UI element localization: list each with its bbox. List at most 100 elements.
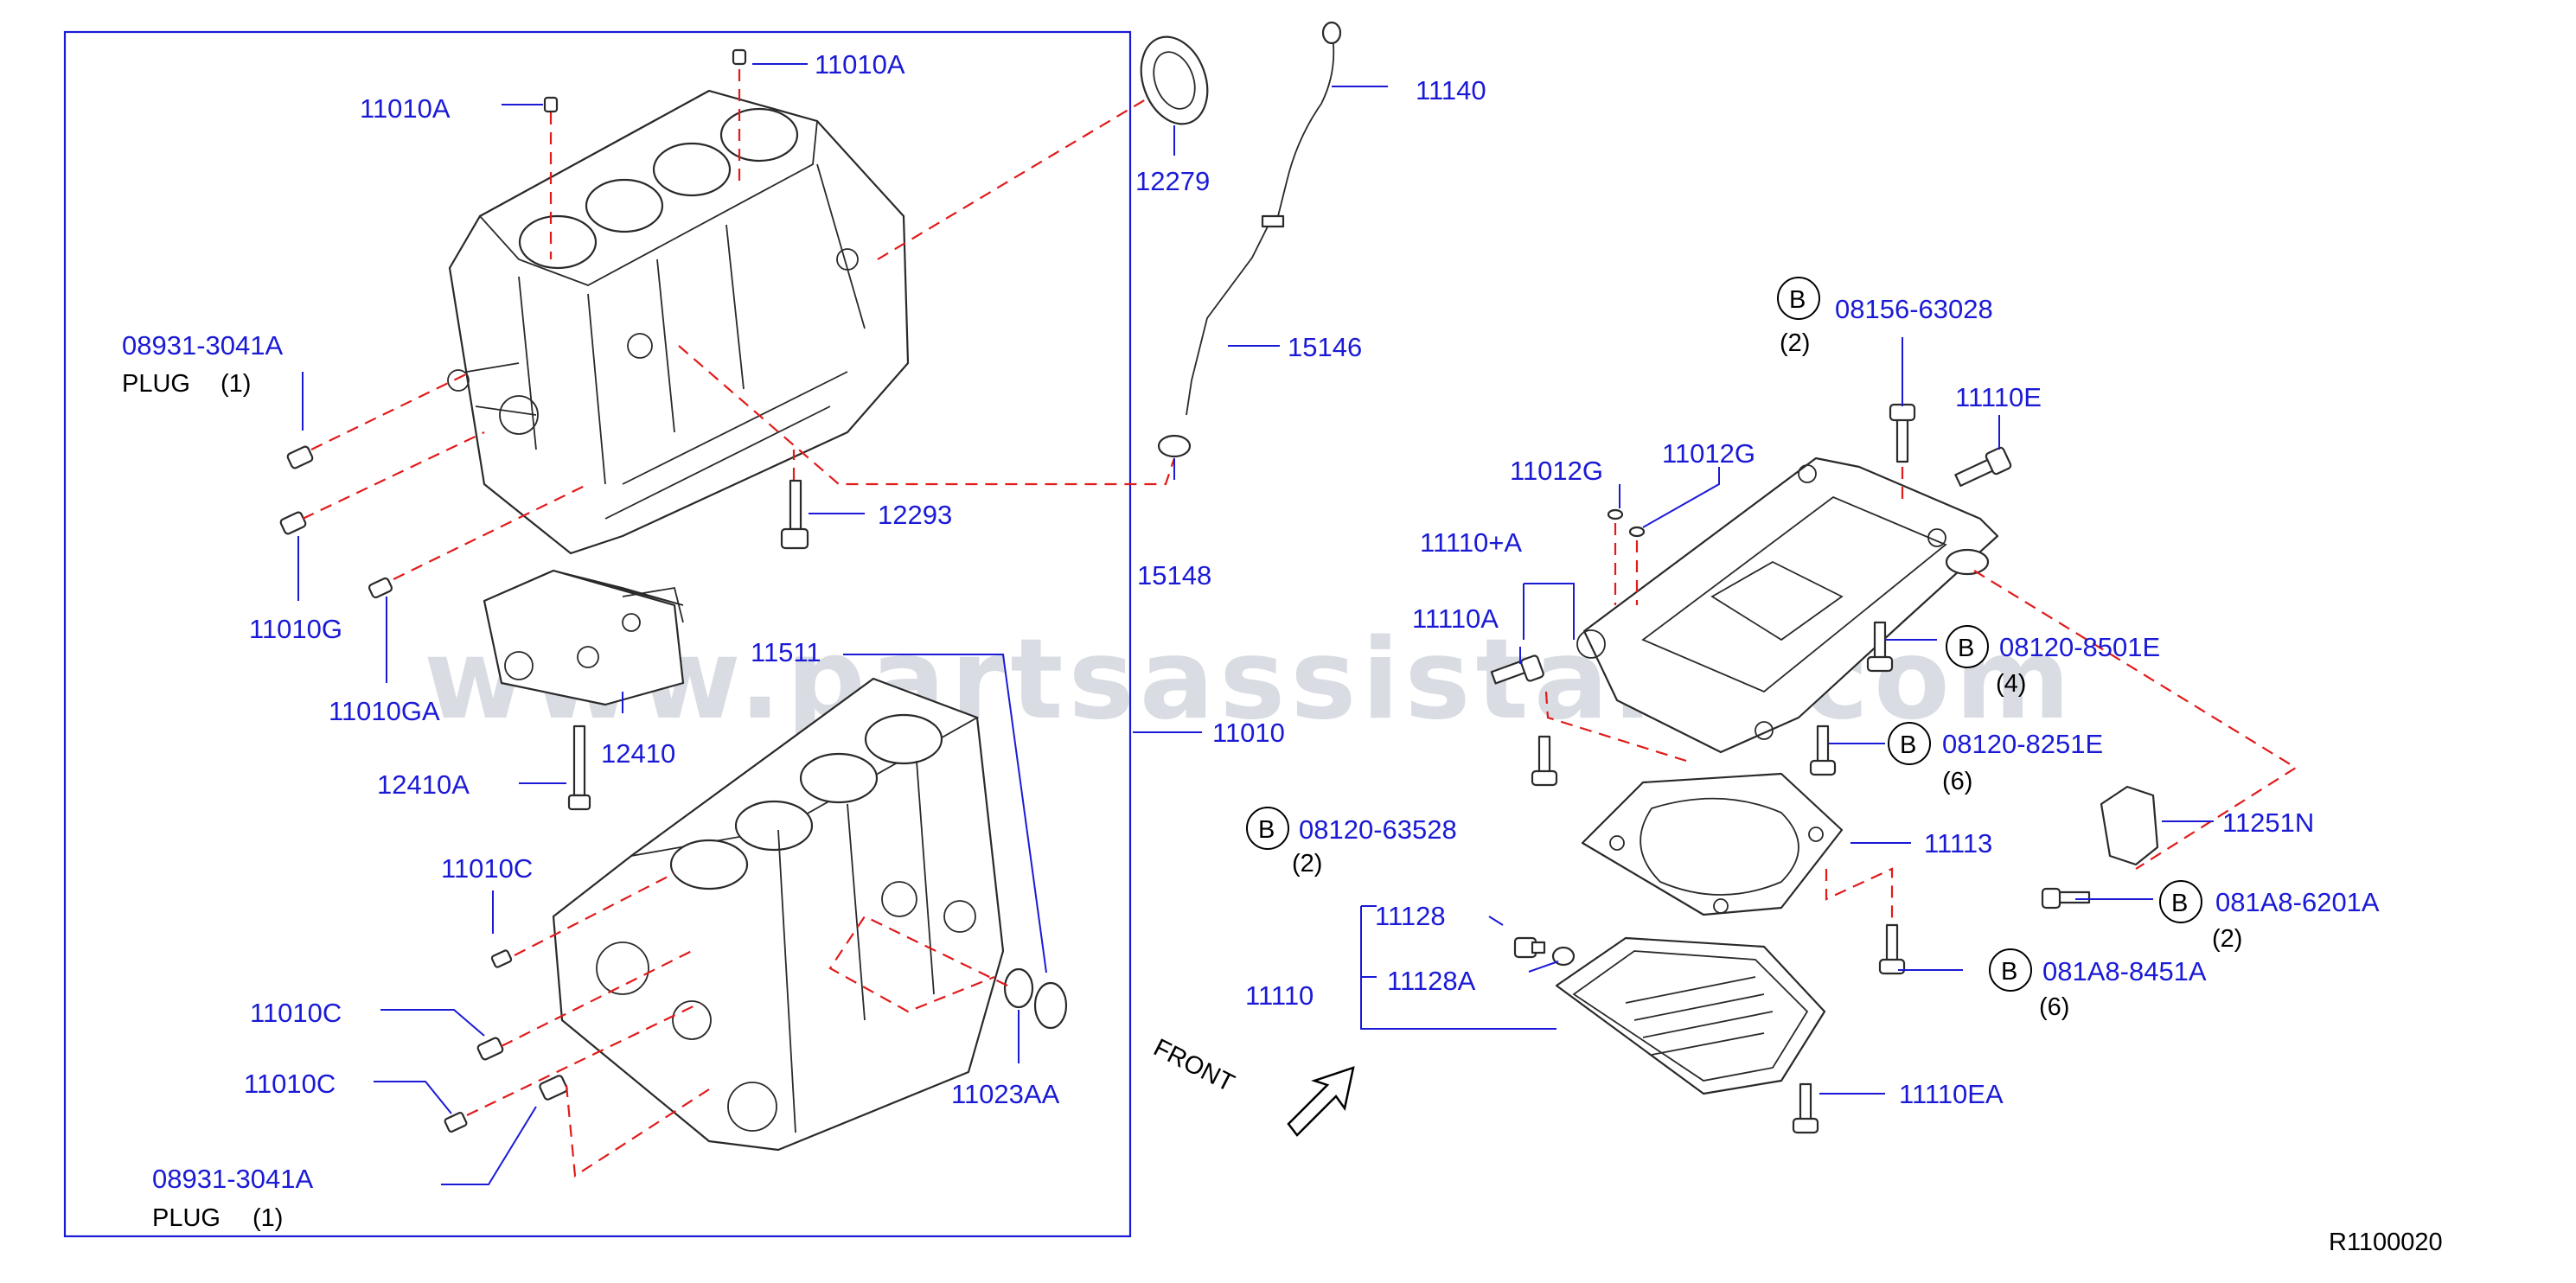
plug-11010A-top xyxy=(732,48,747,66)
label-11251N: 11251N xyxy=(2222,807,2314,838)
label-11010C-c: 11010C xyxy=(244,1069,336,1099)
label-08120-63528: 08120-63528 xyxy=(1299,814,1457,845)
svg-text:B: B xyxy=(2171,890,2188,917)
label-11010A-top: 11010A xyxy=(815,49,905,80)
label-12410: 12410 xyxy=(601,738,675,769)
bolt-11110E xyxy=(1954,446,2012,488)
balancer-unit-drawing xyxy=(483,569,685,706)
label-15148: 15148 xyxy=(1137,560,1211,590)
alignment-lines xyxy=(302,69,2298,1178)
label-11128: 11128 xyxy=(1375,901,1446,931)
washer-11128A xyxy=(1551,946,1576,967)
bracket-11251N xyxy=(2100,785,2159,866)
label-11110E: 11110E xyxy=(1955,382,2042,412)
label-08120-8251E: 08120-8251E xyxy=(1942,729,2103,759)
label-11110A: 11110A xyxy=(1412,603,1499,634)
label-12410A: 12410A xyxy=(377,769,470,800)
bolt-marker-08120-63528: B xyxy=(1246,807,1289,850)
label-plug-bottom-qty: (1) xyxy=(252,1204,283,1232)
gasket-11012G-b xyxy=(1628,526,1646,538)
front-arrow: FRONT xyxy=(1149,1034,1355,1137)
oil-pan-lower-drawing xyxy=(1555,936,1826,1095)
bolt-081A8-8451A xyxy=(1878,923,1906,975)
seal-11023AA xyxy=(1003,967,1068,1030)
label-11010A-left: 11010A xyxy=(360,93,451,124)
bolt-11110EA xyxy=(1792,1082,1819,1134)
label-081A8-8451A: 081A8-8451A xyxy=(2042,956,2207,986)
label-081A8-6201A-qty: (2) xyxy=(2212,925,2242,953)
label-plug-top: PLUG xyxy=(122,370,190,398)
bolt-marker-081A8-8451A: B xyxy=(1989,948,2032,992)
plug-11010A-left xyxy=(543,96,559,113)
gasket-11012G-a xyxy=(1607,508,1624,520)
label-plug-top-qty: (1) xyxy=(221,370,251,398)
label-11010G: 11010G xyxy=(249,614,342,644)
guide-tube-15146 xyxy=(1186,214,1285,416)
o-ring-15148 xyxy=(1157,434,1192,458)
label-08120-8251E-qty: (6) xyxy=(1942,768,1972,795)
label-081A8-6201A: 081A8-6201A xyxy=(2215,887,2380,917)
bolt-marker-08120-8251E: B xyxy=(1888,722,1931,765)
plug-08931-bottom xyxy=(539,1075,568,1101)
label-08120-8501E-qty: (4) xyxy=(1996,670,2026,698)
oil-pan-upper-drawing xyxy=(1576,456,1999,754)
label-12293: 12293 xyxy=(878,500,952,530)
bolt-marker-081A8-6201A: B xyxy=(2159,880,2202,923)
label-11010: 11010 xyxy=(1212,718,1285,748)
leader-lines xyxy=(297,63,2214,1185)
svg-text:B: B xyxy=(1789,286,1806,314)
label-08156-63028: 08156-63028 xyxy=(1835,294,1993,324)
plug-11010C-b xyxy=(476,1037,504,1061)
plug-11010G xyxy=(279,511,307,535)
label-11023AA: 11023AA xyxy=(951,1079,1060,1109)
label-15146: 15146 xyxy=(1288,332,1362,362)
label-11010C-a: 11010C xyxy=(441,853,533,884)
svg-text:B: B xyxy=(1900,731,1916,759)
bolt-marker-08156: B xyxy=(1777,277,1820,320)
label-11010GA: 11010GA xyxy=(329,696,440,726)
label-11010C-b: 11010C xyxy=(250,998,342,1028)
oil-seal-12279 xyxy=(1140,35,1209,125)
label-12279: 12279 xyxy=(1135,166,1210,196)
bolt-12410A xyxy=(567,724,591,811)
label-11113: 11113 xyxy=(1924,828,1992,859)
front-label: FRONT xyxy=(1149,1034,1239,1098)
label-11110plusA: 11110+A xyxy=(1420,527,1522,558)
svg-text:B: B xyxy=(1258,816,1275,844)
label-081A8-8451A-qty: (6) xyxy=(2039,993,2069,1021)
label-08931-top: 08931-3041A xyxy=(122,330,283,361)
upper-cylinder-block-drawing xyxy=(447,89,910,555)
label-08931-bottom: 08931-3041A xyxy=(152,1164,313,1194)
baffle-11113-drawing xyxy=(1581,772,1844,916)
label-plug-bottom: PLUG xyxy=(152,1204,221,1232)
svg-text:B: B xyxy=(2001,958,2017,986)
label-11012G-a: 11012G xyxy=(1510,456,1603,486)
drain-plug-11128 xyxy=(1513,936,1546,959)
plug-11010GA xyxy=(368,577,393,599)
bolt-marker-08120-8501E: B xyxy=(1946,625,1989,668)
bolt-08120-8501E xyxy=(1866,621,1894,673)
label-11110: 11110 xyxy=(1245,980,1314,1011)
lower-cylinder-block-drawing xyxy=(552,677,1005,1152)
label-08120-8501E: 08120-8501E xyxy=(1999,632,2160,662)
label-11511: 11511 xyxy=(751,637,821,667)
label-11110EA: 11110EA xyxy=(1899,1079,2004,1109)
plug-11010C-c xyxy=(444,1111,468,1133)
bolt-11110A xyxy=(1490,654,1544,685)
plug-11010C-a xyxy=(490,949,513,968)
svg-text:B: B xyxy=(1958,635,1974,662)
bolt-08120-63528 xyxy=(1531,735,1558,787)
part-labels: 11010A 11010A 12279 11140 15146 15148 08… xyxy=(122,49,2380,1232)
label-08156-qty: (2) xyxy=(1780,329,1810,357)
label-11128A: 11128A xyxy=(1387,966,1476,996)
label-08120-63528-qty: (2) xyxy=(1292,850,1322,878)
plug-08931-top xyxy=(286,445,314,469)
bolt-12293 xyxy=(780,479,809,550)
diagram-code: R1100020 xyxy=(2329,1229,2443,1256)
bolt-08156 xyxy=(1889,403,1916,463)
dipstick-11140 xyxy=(1277,21,1342,217)
block-assembly-frame xyxy=(63,30,1132,1238)
label-11140: 11140 xyxy=(1416,75,1486,105)
label-11012G-b: 11012G xyxy=(1662,438,1755,469)
